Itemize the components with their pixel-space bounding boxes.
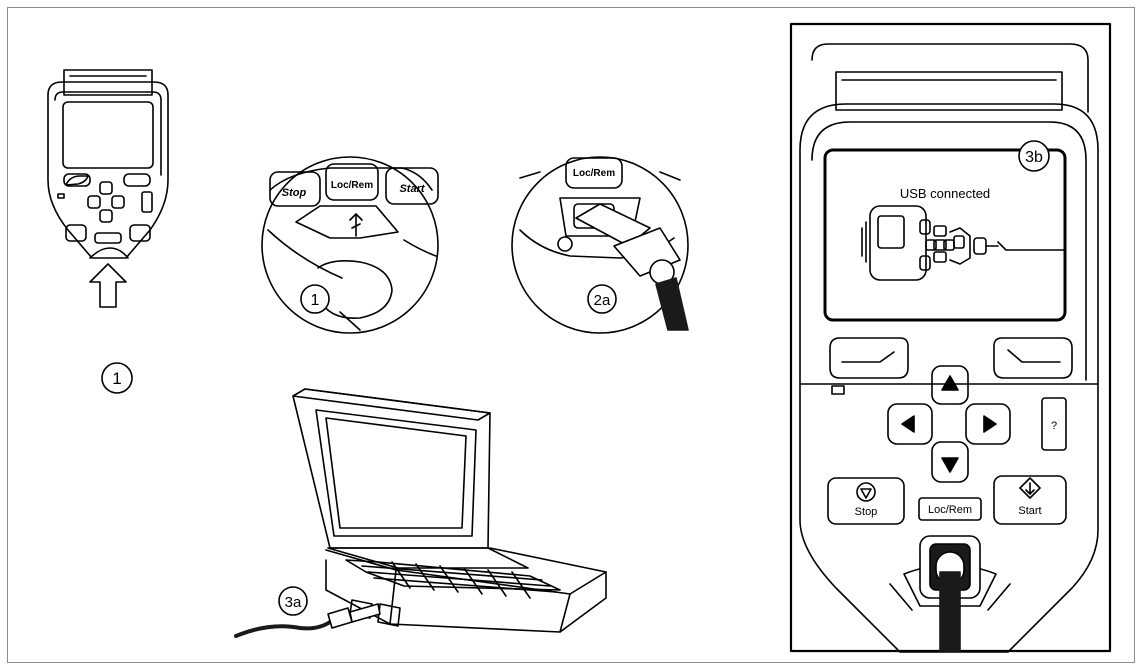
start-key-label: Start xyxy=(1018,505,1041,517)
stop-key-label: Stop xyxy=(855,506,878,518)
step3a-label: 3a xyxy=(285,594,302,611)
detail1-locrem-key-label: Loc/Rem xyxy=(331,180,373,191)
step1-main-label: 1 xyxy=(112,369,121,388)
usb-cable-laptop xyxy=(236,604,380,636)
usb-connected-icon xyxy=(862,206,1064,280)
small-control-panel xyxy=(48,70,168,307)
step3b-label: 3b xyxy=(1025,149,1043,166)
step1-detail-label: 1 xyxy=(311,292,320,309)
usb-connected-message: USB connected xyxy=(900,186,990,201)
detail2a-locrem-key-label: Loc/Rem xyxy=(573,168,615,179)
detail1-start-key-label: Start xyxy=(399,183,425,195)
laptop xyxy=(293,389,606,632)
step2a-label: 2a xyxy=(594,292,611,309)
detail1-stop-key-label: Stop xyxy=(282,187,307,199)
large-control-panel xyxy=(800,44,1098,652)
help-key-label: ? xyxy=(1051,420,1057,432)
locrem-key-label: Loc/Rem xyxy=(928,504,972,516)
